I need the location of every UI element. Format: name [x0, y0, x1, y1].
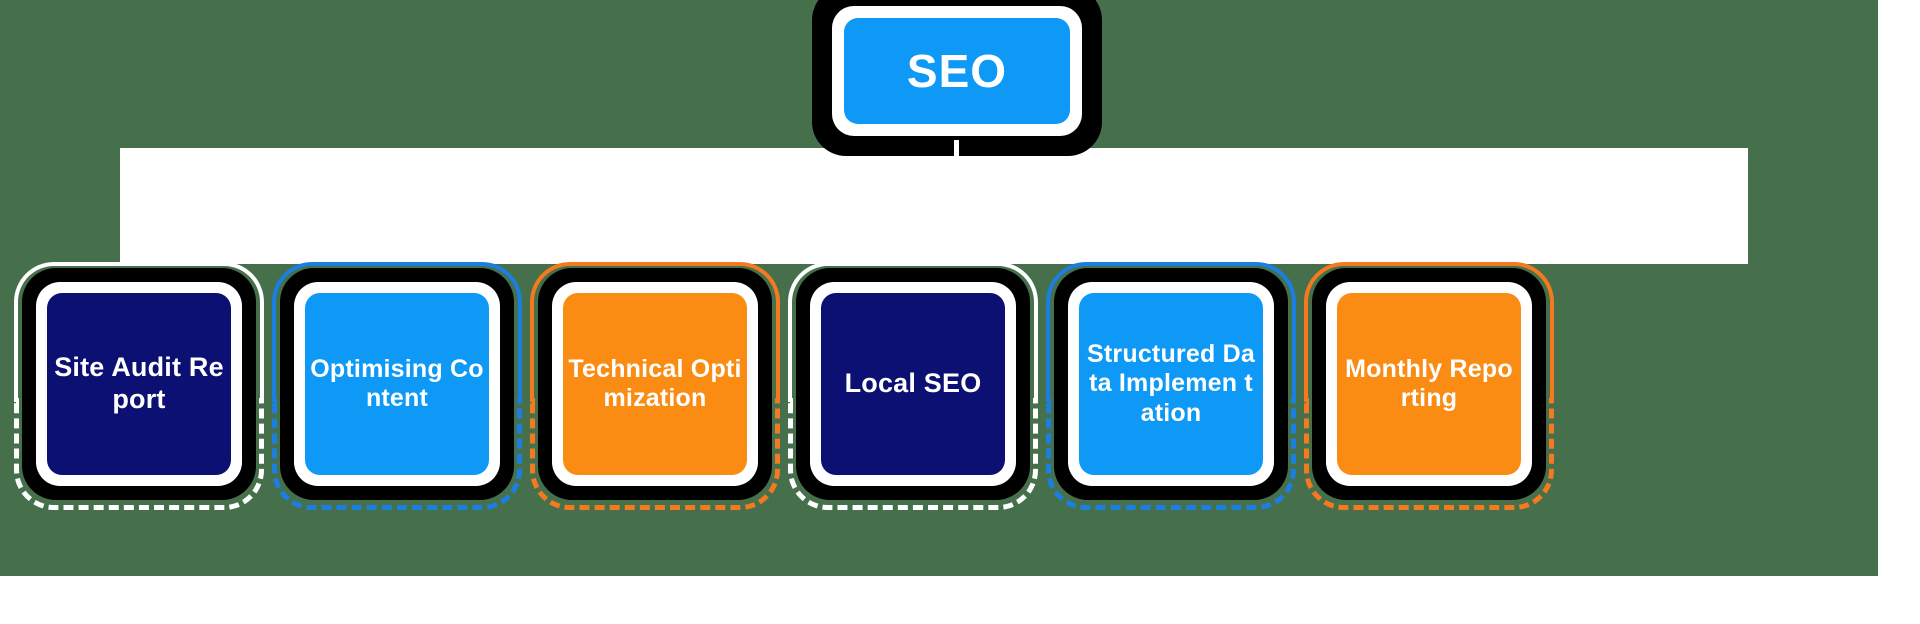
outline-segment-bottom [1304, 398, 1554, 510]
node-child-2-border: Optimising Content [280, 268, 514, 500]
outline-segment-bottom [272, 398, 522, 510]
node-child-5-outline [1046, 262, 1296, 510]
node-child-4-ring: Local SEO [810, 282, 1016, 486]
outline-segment-bottom [530, 398, 780, 510]
node-child-6-border: Monthly Reporting [1312, 268, 1546, 500]
node-child-2[interactable]: Optimising Content [272, 262, 522, 510]
node-seo-ring: SEO [832, 6, 1082, 136]
node-seo-fill: SEO [844, 18, 1070, 124]
node-seo-label: SEO [906, 44, 1008, 97]
outline-segment-top [14, 262, 264, 402]
outline-segment-top [1046, 262, 1296, 402]
outline-segment-top [1304, 262, 1554, 402]
node-child-6-label: Monthly Reporting [1345, 354, 1513, 413]
node-child-1-border: Site Audit Report [22, 268, 256, 500]
node-child-6-outline [1304, 262, 1554, 510]
node-child-2-fill: Optimising Content [305, 293, 489, 475]
node-child-3-fill: Technical Optimization [563, 293, 747, 475]
node-child-4-border: Local SEO [796, 268, 1030, 500]
node-child-4-fill: Local SEO [821, 293, 1005, 475]
outline-segment-bottom [788, 398, 1038, 510]
node-child-1-outline [14, 262, 264, 510]
node-child-2-outline [272, 262, 522, 510]
node-child-3-label: Technical Optimization [568, 354, 742, 413]
node-child-4-outline [788, 262, 1038, 510]
outline-segment-top [272, 262, 522, 402]
child-node-row: Site Audit Report Optimising Content Techn… [0, 262, 1920, 512]
node-child-2-ring: Optimising Content [294, 282, 500, 486]
node-child-5-border: Structured Data Implemen tation [1054, 268, 1288, 500]
node-child-5-label: Structured Data Implemen tation [1087, 339, 1255, 427]
outline-segment-bottom [1046, 398, 1296, 510]
node-child-1-label: Site Audit Report [54, 352, 224, 414]
connector-band [120, 148, 1748, 264]
node-child-4[interactable]: Local SEO [788, 262, 1038, 510]
node-child-5-ring: Structured Data Implemen tation [1068, 282, 1274, 486]
node-child-5-fill: Structured Data Implemen tation [1079, 293, 1263, 475]
outline-segment-bottom [14, 398, 264, 510]
node-child-3-border: Technical Optimization [538, 268, 772, 500]
node-child-2-label: Optimising Content [310, 354, 484, 413]
node-child-1-ring: Site Audit Report [36, 282, 242, 486]
outline-segment-top [530, 262, 780, 402]
node-child-5[interactable]: Structured Data Implemen tation [1046, 262, 1296, 510]
node-child-1[interactable]: Site Audit Report [14, 262, 264, 510]
node-child-3[interactable]: Technical Optimization [530, 262, 780, 510]
node-child-1-fill: Site Audit Report [47, 293, 231, 475]
node-child-6-fill: Monthly Reporting [1337, 293, 1521, 475]
node-child-4-label: Local SEO [844, 368, 982, 399]
node-seo[interactable]: SEO [812, 0, 1102, 156]
node-child-6[interactable]: Monthly Reporting [1304, 262, 1554, 510]
node-child-6-ring: Monthly Reporting [1326, 282, 1532, 486]
connector-stub-root [954, 140, 959, 166]
node-child-3-ring: Technical Optimization [552, 282, 758, 486]
node-child-3-outline [530, 262, 780, 510]
outline-segment-top [788, 262, 1038, 402]
